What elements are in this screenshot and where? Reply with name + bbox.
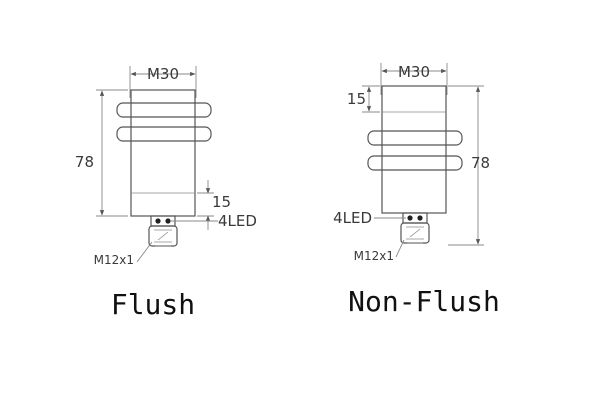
nonflush-led-label: 4LED (333, 209, 372, 227)
nonflush-width-dimension: M30 (380, 63, 448, 95)
nonflush-front-dimension: 15 (347, 85, 380, 113)
nonflush-width-label: M30 (398, 63, 430, 81)
nonflush-front-label: 15 (347, 90, 366, 108)
flush-connector-callout: M12x1 (94, 241, 153, 267)
flush-nut-upper (116, 102, 212, 118)
nonflush-nut-lower (367, 155, 463, 171)
nonflush-sensor-drawing: M30 15 (333, 63, 500, 318)
nonflush-length-label: 78 (471, 154, 490, 172)
flush-sensor-drawing: M30 78 (75, 65, 257, 321)
nonflush-connector-callout: M12x1 (354, 239, 405, 263)
nonflush-led-indicator (417, 215, 423, 221)
flush-width-label: M30 (147, 65, 179, 83)
flush-length-dimension: 78 (75, 89, 128, 217)
nonflush-led-callout: 4LED (333, 209, 406, 227)
flush-length-label: 78 (75, 153, 94, 171)
nonflush-led-indicator (407, 215, 413, 221)
nonflush-sensor-body (367, 85, 463, 214)
nonflush-connector-label: M12x1 (354, 249, 394, 263)
flush-front-label: 15 (212, 193, 231, 211)
flush-width-dimension: M30 (129, 65, 197, 98)
flush-connector-label: M12x1 (94, 253, 134, 267)
flush-led-indicator (165, 218, 171, 224)
flush-title: Flush (111, 288, 195, 321)
flush-sensor-body (116, 89, 212, 217)
nonflush-length-dimension: 78 (448, 85, 490, 246)
flush-nut-lower (116, 126, 212, 142)
nonflush-connector (400, 212, 430, 244)
nonflush-nut-upper (367, 130, 463, 146)
flush-led-label: 4LED (218, 212, 257, 230)
flush-front-dimension: 15 (197, 180, 231, 230)
flush-connector (148, 215, 178, 247)
flush-led-callout: 4LED (171, 212, 257, 230)
nonflush-title: Non-Flush (348, 285, 500, 318)
flush-led-indicator (155, 218, 161, 224)
